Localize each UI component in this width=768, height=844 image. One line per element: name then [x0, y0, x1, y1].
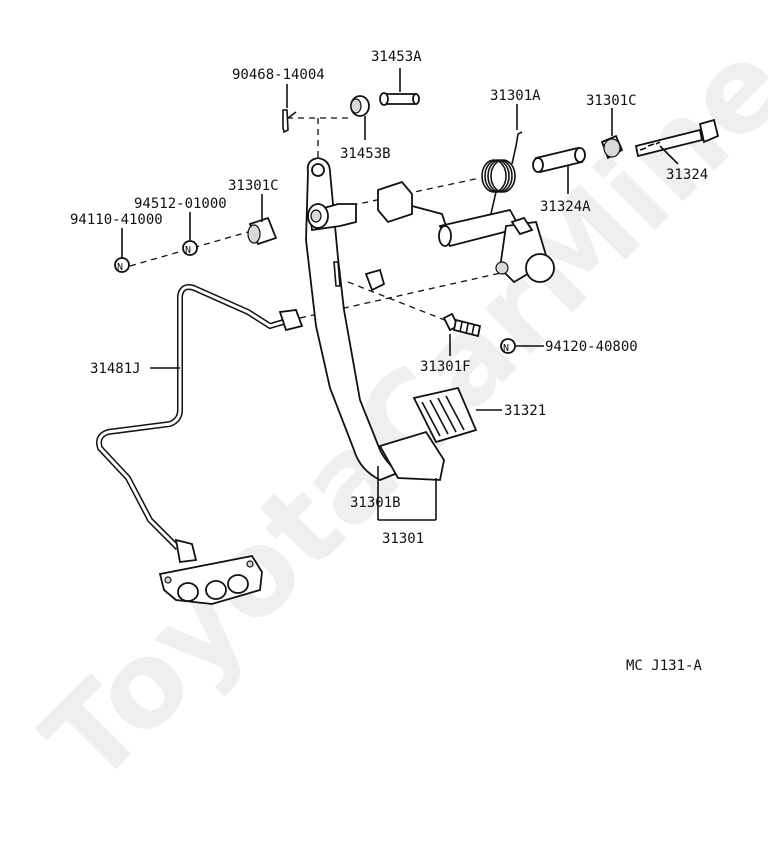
label-31481J: 31481J	[90, 361, 141, 377]
collar-icon	[532, 146, 586, 174]
bushing-top-icon	[600, 134, 624, 160]
pivot-pin-icon	[379, 92, 420, 106]
label-94512-01000: 94512-01000	[134, 196, 227, 212]
bushing-left-icon	[247, 216, 278, 246]
leader-lines	[121, 68, 679, 521]
label-31301F: 31301F	[420, 359, 471, 375]
nut-icon: N N N	[114, 240, 516, 354]
pedal-bolt-icon	[442, 312, 482, 338]
label-31321: 31321	[504, 403, 546, 419]
bolt-icon	[634, 118, 720, 158]
diagram-code: MC J131-A	[626, 658, 702, 674]
master-cylinder-icon	[377, 180, 555, 284]
clutch-line-icon	[96, 284, 304, 563]
label-31301C-top: 31301C	[586, 93, 637, 109]
label-31301A: 31301A	[490, 88, 541, 104]
bushing-icon	[350, 95, 370, 117]
pin-icon	[282, 109, 297, 134]
label-31453A: 31453A	[371, 49, 422, 65]
clutch-pedal-icon	[305, 157, 403, 481]
pedal-base-icon	[378, 430, 445, 481]
label-94120-40800: 94120-40800	[545, 339, 638, 355]
label-31324A: 31324A	[540, 199, 591, 215]
torsion-spring-icon	[481, 131, 523, 221]
watermark-text: ToyotaCarMine.ru	[17, 0, 768, 810]
label-31453B: 31453B	[340, 146, 391, 162]
label-31301C-left: 31301C	[228, 178, 279, 194]
stopper-icon	[364, 268, 386, 292]
label-31324: 31324	[666, 167, 708, 183]
union-bracket-icon	[158, 554, 263, 605]
label-94110-41000: 94110-41000	[70, 212, 163, 228]
label-31301B: 31301B	[350, 495, 401, 511]
nut-symbol: N	[117, 262, 123, 273]
part-labels: 90468-14004 31453A 31453B 31301A 31301C …	[70, 49, 708, 674]
pedal-pad-icon	[412, 386, 478, 444]
label-31301: 31301	[382, 531, 424, 547]
label-90468-14004: 90468-14004	[232, 67, 325, 83]
nut-symbol: N	[503, 343, 509, 354]
nut-symbol: N	[185, 245, 191, 256]
